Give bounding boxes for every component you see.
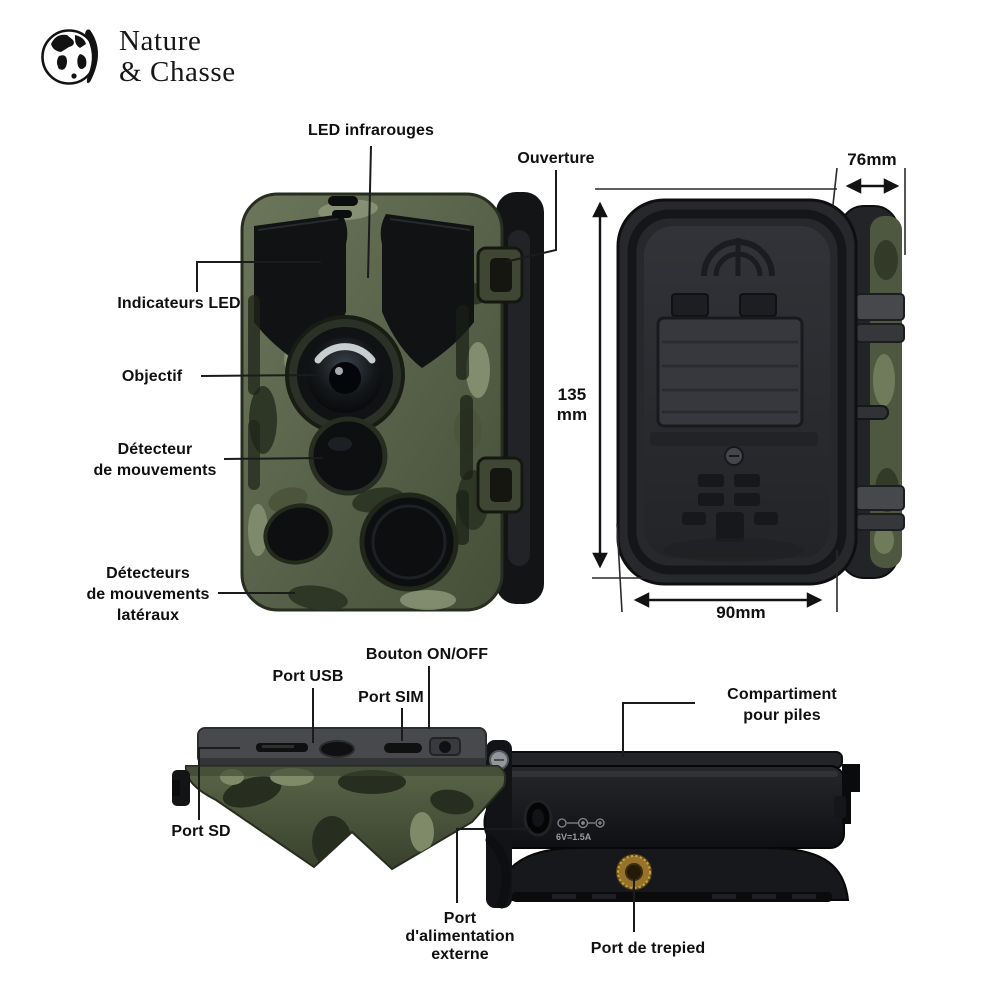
- power-spec-text: 6V=1.5A: [556, 832, 592, 842]
- usb-port: [319, 740, 355, 758]
- left-clip: [172, 770, 190, 806]
- brand-logo: Nature & Chasse: [40, 24, 236, 90]
- label-line: 135: [557, 385, 587, 404]
- globe-icon: [41, 29, 98, 85]
- label-detecteurs-lateraux: Détecteurs de mouvements latéraux: [86, 563, 209, 626]
- side-latch-top: [476, 246, 524, 304]
- bottom-view-photo: [172, 722, 517, 917]
- label-indicateurs-led: Indicateurs LED: [117, 295, 241, 312]
- top-mic-slot: [332, 210, 352, 218]
- brand-line1: Nature: [119, 25, 202, 57]
- top-sensor-slot: [328, 196, 358, 206]
- brand-line2: & Chasse: [119, 56, 236, 88]
- side-motion-sensors: [263, 492, 459, 592]
- label-line: Port: [443, 910, 477, 927]
- camera-base: [496, 847, 850, 902]
- label-line: d'alimentation: [405, 928, 515, 945]
- brand-name: Nature & Chasse: [119, 26, 236, 88]
- battery-compartment-interior: [650, 238, 818, 562]
- camera-lens: [285, 315, 405, 435]
- label-port-sim: Port SIM: [358, 689, 424, 706]
- hinge-bottom: [855, 485, 905, 531]
- right-latch: [834, 764, 860, 824]
- label-compartiment-piles: Compartiment pour piles: [727, 684, 837, 726]
- label-ouverture: Ouverture: [517, 150, 595, 167]
- label-bouton-on-off: Bouton ON/OFF: [365, 646, 489, 663]
- label-port-alimentation: Port d'alimentation externe: [405, 910, 514, 964]
- external-power-port: [523, 799, 553, 837]
- label-objectif: Objectif: [121, 368, 183, 385]
- pir-sensor: [308, 416, 388, 496]
- label-detecteur-mouvements: Détecteur de mouvements: [93, 439, 216, 481]
- label-dim-76mm: 76mm: [847, 150, 897, 169]
- dc-polarity-icon: [557, 817, 605, 829]
- port-strip: [197, 727, 487, 765]
- label-line: mm: [556, 405, 588, 424]
- label-line: externe: [431, 946, 489, 963]
- sd-slot: [256, 743, 308, 752]
- label-line: pour piles: [743, 707, 821, 724]
- label-dim-135mm: 135 mm: [557, 385, 587, 425]
- label-line: de mouvements: [93, 462, 217, 479]
- label-dim-90mm: 90mm: [716, 603, 766, 622]
- label-line: Détecteur: [117, 441, 193, 458]
- front-view-photo: [228, 170, 563, 625]
- label-led-infrarouges: LED infrarouges: [308, 122, 434, 139]
- label-line: latéraux: [116, 607, 180, 624]
- on-off-button: [429, 737, 461, 756]
- hinge-top: [855, 293, 905, 343]
- label-port-sd: Port SD: [171, 823, 231, 840]
- label-line: Détecteurs: [106, 565, 190, 582]
- body-highlight: [502, 771, 838, 777]
- label-port-usb: Port USB: [272, 668, 344, 685]
- label-line: Compartiment: [727, 686, 837, 703]
- label-line: de mouvements: [86, 586, 210, 603]
- side-view-photo: 6V=1.5A: [482, 748, 877, 908]
- side-latch-bottom: [476, 456, 524, 514]
- back-view-photo: [612, 190, 917, 590]
- sim-slot: [384, 743, 422, 753]
- tripod-mount: [616, 854, 652, 890]
- label-port-trepied: Port de trepied: [590, 940, 706, 957]
